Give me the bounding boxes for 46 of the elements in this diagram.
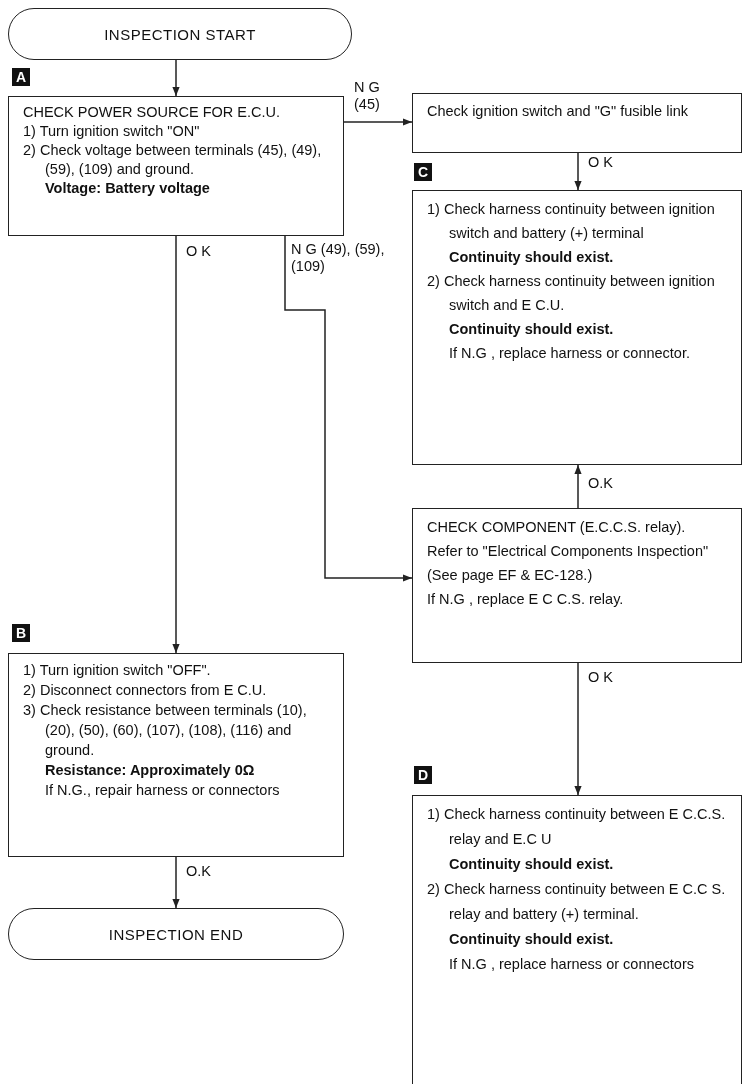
- arrow: [172, 856, 180, 909]
- box-text: Refer to "Electrical Components Inspection": [427, 542, 710, 561]
- box-text: If N.G , replace harness or connector.: [448, 344, 691, 363]
- arrow: [172, 59, 180, 97]
- terminal-shape: [8, 908, 344, 960]
- section-letter: B: [12, 624, 30, 642]
- terminal-shape: [8, 8, 352, 60]
- process-box: [412, 795, 742, 1084]
- step-text: 1) Check harness continuity between E C.C.S. relay and E.C U: [427, 805, 727, 849]
- process-box: [412, 93, 742, 153]
- arrow: [284, 235, 413, 582]
- step-text: 1) Turn ignition switch "ON": [23, 122, 201, 141]
- process-box: [8, 653, 344, 857]
- step-text: 2) Check voltage between terminals (45), (49), (59), (109) and ground.: [23, 141, 323, 179]
- section-letter: D: [414, 766, 432, 784]
- process-box: [412, 508, 742, 663]
- arrow: [172, 235, 180, 654]
- step-text: 3) Check resistance between terminals (10), (20), (50), (60), (107), (108), (116) and ground.: [23, 701, 308, 760]
- step-text: 1) Check harness continuity between ignition switch and battery (+) terminal: [427, 200, 716, 243]
- process-box: [412, 190, 742, 465]
- process-box: [8, 96, 344, 236]
- box-text: Continuity should exist.: [448, 320, 615, 339]
- box-text: CHECK POWER SOURCE FOR E.C.U.: [23, 103, 281, 122]
- step-text: 2) Check harness continuity between ignition switch and E C.U.: [427, 272, 716, 315]
- box-text: Continuity should exist.: [448, 930, 615, 949]
- box-text: Resistance: Approximately 0Ω: [44, 761, 256, 780]
- arrow: [574, 662, 582, 796]
- step-text: 2) Check harness continuity between E C.C S. relay and battery (+) terminal.: [427, 880, 727, 924]
- section-letter: C: [414, 163, 432, 181]
- box-text: If N.G., repair harness or connectors: [44, 781, 281, 800]
- box-text: Continuity should exist.: [448, 855, 615, 874]
- arrow: [343, 118, 413, 126]
- box-text: (See page EF & EC-128.): [427, 566, 594, 585]
- step-text: 2) Disconnect connectors from E C.U.: [23, 681, 268, 700]
- section-letter: A: [12, 68, 30, 86]
- terminal-text: INSPECTION START: [104, 25, 256, 43]
- step-text: 1) Turn ignition switch "OFF".: [23, 661, 212, 680]
- terminal-text: INSPECTION END: [108, 925, 244, 943]
- box-text: Voltage: Battery voltage: [44, 179, 211, 198]
- arrow: [574, 152, 582, 191]
- arrow: [574, 464, 582, 509]
- box-text: CHECK COMPONENT (E.C.C.S. relay).: [427, 518, 687, 537]
- box-text: Check ignition switch and "G" fusible link: [427, 102, 689, 121]
- box-text: If N.G , replace harness or connectors: [448, 955, 695, 974]
- box-text: Continuity should exist.: [448, 248, 615, 267]
- box-text: If N.G , replace E C C.S. relay.: [427, 590, 625, 609]
